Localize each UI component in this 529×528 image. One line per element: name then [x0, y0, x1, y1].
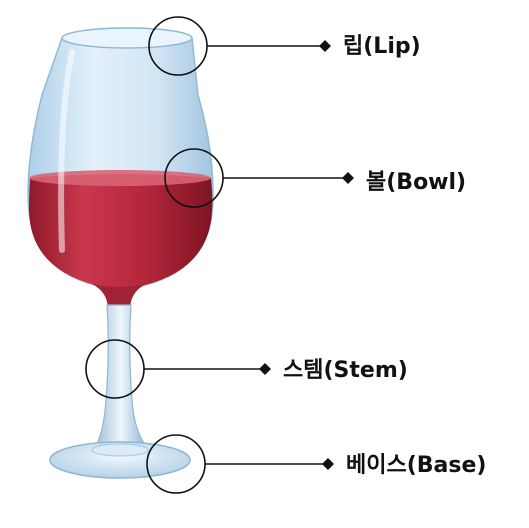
lip-diamond-marker: [319, 40, 331, 52]
base-label: 베이스(Base): [346, 453, 487, 478]
stem-diamond-marker: [259, 363, 271, 375]
glass-stem: [95, 304, 148, 447]
bowl-label: 볼(Bowl): [366, 170, 467, 195]
base-diamond-marker: [322, 458, 334, 470]
glass-lip-rim: [61, 27, 193, 49]
wine-fill: [29, 174, 213, 288]
lip-label: 립(Lip): [343, 34, 421, 59]
stem-label: 스템(Stem): [283, 358, 408, 383]
glass-highlight: [58, 49, 75, 253]
glass-base: [49, 441, 191, 479]
wine-neck: [92, 284, 146, 310]
wine-surface: [29, 170, 211, 186]
bowl-diamond-marker: [342, 172, 354, 184]
glass-base-top: [91, 443, 149, 457]
